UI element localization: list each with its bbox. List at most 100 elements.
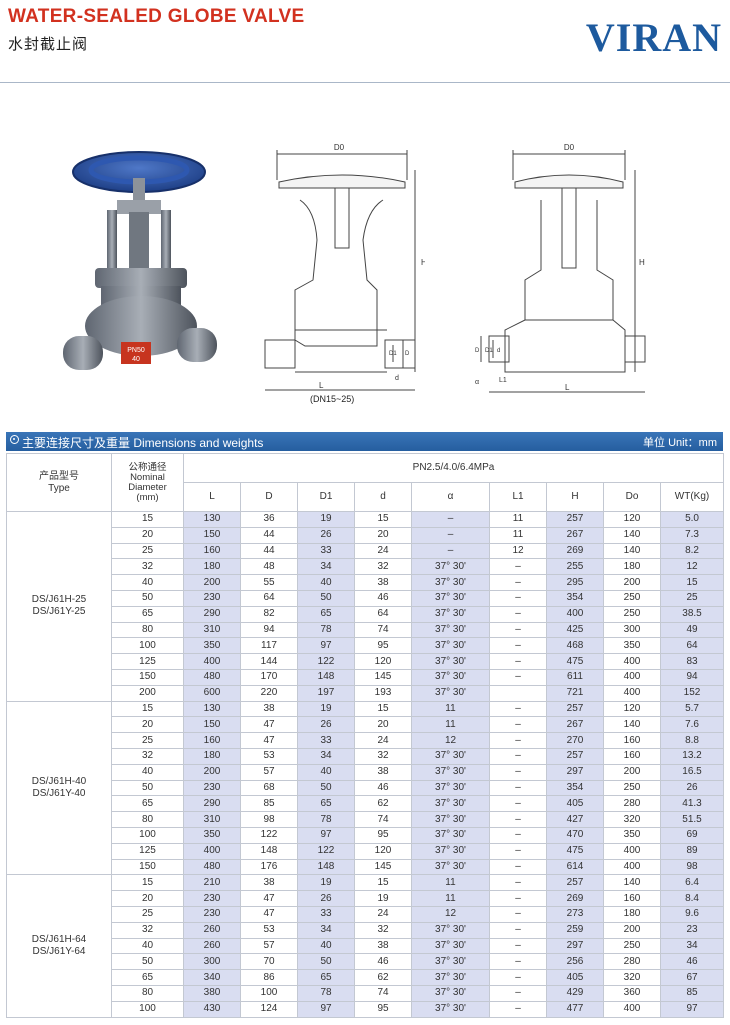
table-cell: 36 (240, 511, 298, 528)
table-cell: – (489, 858, 547, 876)
table-cell: 37° 30' (411, 653, 490, 670)
table-cell: 267 (546, 716, 604, 734)
table-cell: 95 (354, 1000, 412, 1018)
drawing1-d-label: d (395, 375, 399, 382)
table-cell: 97 (297, 1000, 355, 1018)
table-cell: 350 (603, 826, 661, 844)
table-cell: 230 (183, 905, 241, 923)
table-cell: 64 (354, 605, 412, 623)
table-cell: 405 (546, 969, 604, 986)
technical-drawing-large: D0 H L L1 α D1 D d (475, 143, 646, 393)
table-cell: 230 (183, 890, 241, 907)
table-cell: 38 (240, 874, 298, 892)
table-cell: 295 (546, 574, 604, 591)
table-cell: 8.2 (659, 542, 725, 560)
table-cell: 150 (111, 668, 184, 686)
table-cell: 250 (603, 779, 661, 797)
column-header: L1 (489, 482, 547, 512)
table-cell: 180 (603, 905, 661, 923)
table-cell: 11 (489, 511, 547, 528)
table-cell: – (489, 921, 547, 939)
table-cell: 50 (111, 589, 184, 607)
valve-photo: PN50 40 (63, 151, 217, 370)
table-cell: 400 (603, 858, 661, 876)
table-cell: – (489, 953, 547, 971)
table-cell: 180 (603, 558, 661, 576)
table-cell: 250 (603, 937, 661, 955)
type-label: DS/J61Y-25 (32, 606, 86, 618)
table-cell: 290 (183, 605, 241, 623)
table-cell: 9.6 (659, 905, 725, 923)
table-cell: 37° 30' (411, 637, 490, 655)
table-cell: – (489, 1000, 547, 1018)
table-cell: 477 (546, 1000, 604, 1018)
table-cell: 19 (297, 511, 355, 528)
table-cell: 259 (546, 921, 604, 939)
table-cell: 40 (111, 937, 184, 955)
table-cell: 46 (354, 779, 412, 797)
table-cell: 25 (111, 905, 184, 923)
table-cell: 5.7 (659, 700, 725, 718)
table-cell: 210 (183, 874, 241, 892)
table-cell: 20 (111, 890, 184, 907)
table-cell: 475 (546, 653, 604, 670)
table-cell: – (489, 589, 547, 607)
table-cell: 19 (354, 890, 412, 907)
table-cell: 160 (183, 542, 241, 560)
table-cell: 32 (354, 558, 412, 576)
table-cell: 15 (111, 874, 184, 892)
table-cell: 38 (354, 763, 412, 781)
table-cell: 37° 30' (411, 921, 490, 939)
table-cell: – (411, 542, 490, 560)
table-cell: 120 (603, 511, 661, 528)
table-cell: 20 (354, 716, 412, 734)
drawing1-caption: (DN15~25) (310, 394, 354, 404)
table-cell: 37° 30' (411, 668, 490, 686)
table-cell: 256 (546, 953, 604, 971)
table-cell: – (489, 732, 547, 749)
bullet-icon (10, 435, 19, 444)
table-cell: 320 (603, 969, 661, 986)
table-cell: 37° 30' (411, 795, 490, 813)
table-cell: 11 (489, 526, 547, 544)
table-cell: 20 (111, 526, 184, 544)
table-cell: 85 (659, 984, 725, 1002)
table-cell: 83 (659, 653, 725, 670)
table-cell: 260 (183, 921, 241, 939)
table-cell: 37° 30' (411, 937, 490, 955)
table-cell: 124 (240, 1000, 298, 1018)
table-cell: 260 (183, 937, 241, 955)
table-cell: 257 (546, 511, 604, 528)
table-cell: 354 (546, 589, 604, 607)
table-cell: 78 (297, 621, 355, 639)
table-cell: 53 (240, 747, 298, 765)
table-cell: 230 (183, 589, 241, 607)
table-cell: 50 (297, 779, 355, 797)
table-cell: 8.8 (659, 732, 725, 749)
table-cell: 400 (603, 1000, 661, 1018)
table-cell: 47 (240, 905, 298, 923)
table-cell: 144 (240, 653, 298, 670)
table-cell: 40 (297, 763, 355, 781)
table-cell: 16.5 (659, 763, 725, 781)
table-cell: 220 (240, 684, 298, 702)
table-cell: 86 (240, 969, 298, 986)
table-cell: 94 (659, 668, 725, 686)
table-cell: 37° 30' (411, 1000, 490, 1018)
table-cell: 68 (240, 779, 298, 797)
table-cell: 200 (603, 921, 661, 939)
table-cell: 37° 30' (411, 779, 490, 797)
table-cell: – (489, 700, 547, 718)
table-cell: 197 (297, 684, 355, 702)
drawing2-d1-label: D1 (485, 348, 493, 354)
table-cell: – (489, 668, 547, 686)
